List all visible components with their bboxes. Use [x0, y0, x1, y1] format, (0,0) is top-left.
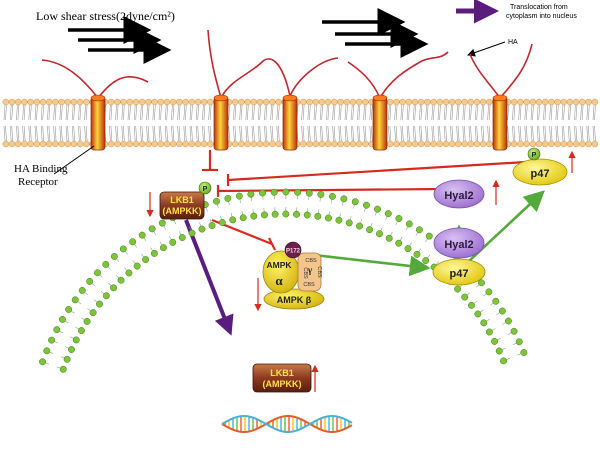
ampk-complex: AMPK β AMPK α CBS CBS γ CBS CBS P172: [262, 241, 325, 310]
cbs-label-4: CBS: [303, 282, 315, 288]
receptor-label-1: HA Binding: [14, 163, 68, 175]
p47-phospho-label: P: [532, 152, 537, 159]
ampk-beta-label: AMPK β: [277, 295, 312, 305]
hyal2-upper: Hyal2: [433, 179, 485, 209]
shear-arrows-right: [322, 8, 429, 58]
lkb1-cytoplasm: LKB1 (AMPKK) P: [159, 181, 212, 220]
hyal2-lower-label: Hyal2: [444, 239, 473, 251]
nuclear-lkb1-label: LKB1: [270, 368, 294, 378]
cbs-label-2: CBS: [305, 258, 317, 264]
p47-phospho-icon: [527, 147, 541, 161]
legend: Translocation from cytoplasm into nucleu…: [456, 0, 577, 24]
legend-label-1: Translocation from: [510, 4, 568, 11]
cbs-label-1: CBS: [302, 267, 308, 279]
lkb1-nuclear: LKB1 (AMPKK): [252, 363, 312, 393]
nuclear-membrane: [39, 188, 528, 373]
nuclear-ampkk-label: (AMPKK): [263, 379, 302, 389]
hyal2-inhibit-line: [217, 187, 443, 193]
activation-arrows: [304, 190, 545, 277]
p47-upper-label: p47: [531, 168, 550, 180]
shear-arrows-left: [68, 16, 172, 64]
ha-pointer: [467, 41, 506, 57]
legend-label-2: cytoplasm into nucleus: [506, 13, 577, 20]
lkb1-phospho-label: P: [203, 186, 208, 193]
regulation-arrows: [146, 150, 576, 392]
p47-lower-label: p47: [450, 268, 469, 280]
ha-label: HA: [508, 39, 518, 46]
lkb1-phospho-icon: [198, 181, 212, 195]
shear-stress-label: Low shear stress(2dyne/cm²): [36, 9, 175, 23]
alpha-symbol: α: [275, 273, 283, 288]
translocation-arrow: [184, 219, 234, 336]
hyal2-lower: Hyal2: [433, 227, 485, 259]
p172-phospho-icon: [284, 241, 302, 259]
ha-receptors: [90, 94, 508, 151]
ha-chains: [41, 29, 533, 99]
p172-label: P172: [286, 249, 301, 255]
p47-upper: p47 P: [512, 147, 568, 186]
ampk-gamma-subunit: [297, 252, 322, 292]
p47-inhibit-line: [227, 160, 527, 182]
receptor-label-2: Receptor: [18, 176, 58, 188]
ampk-alpha-label: AMPK: [266, 260, 292, 270]
lkb1-label: LKB1: [170, 195, 194, 205]
hyal2-upper-label: Hyal2: [444, 190, 473, 202]
cbs-label-3: CBS: [316, 266, 322, 278]
receptor-pointer: [53, 145, 95, 175]
ampk-beta-subunit: [263, 288, 325, 310]
ampkk-label: (AMPKK): [163, 206, 202, 216]
ampk-to-p47-arrow: [304, 252, 431, 277]
gamma-symbol: γ: [307, 265, 313, 275]
dna-helix-icon: [221, 414, 353, 434]
p47-lower: p47: [432, 258, 486, 286]
